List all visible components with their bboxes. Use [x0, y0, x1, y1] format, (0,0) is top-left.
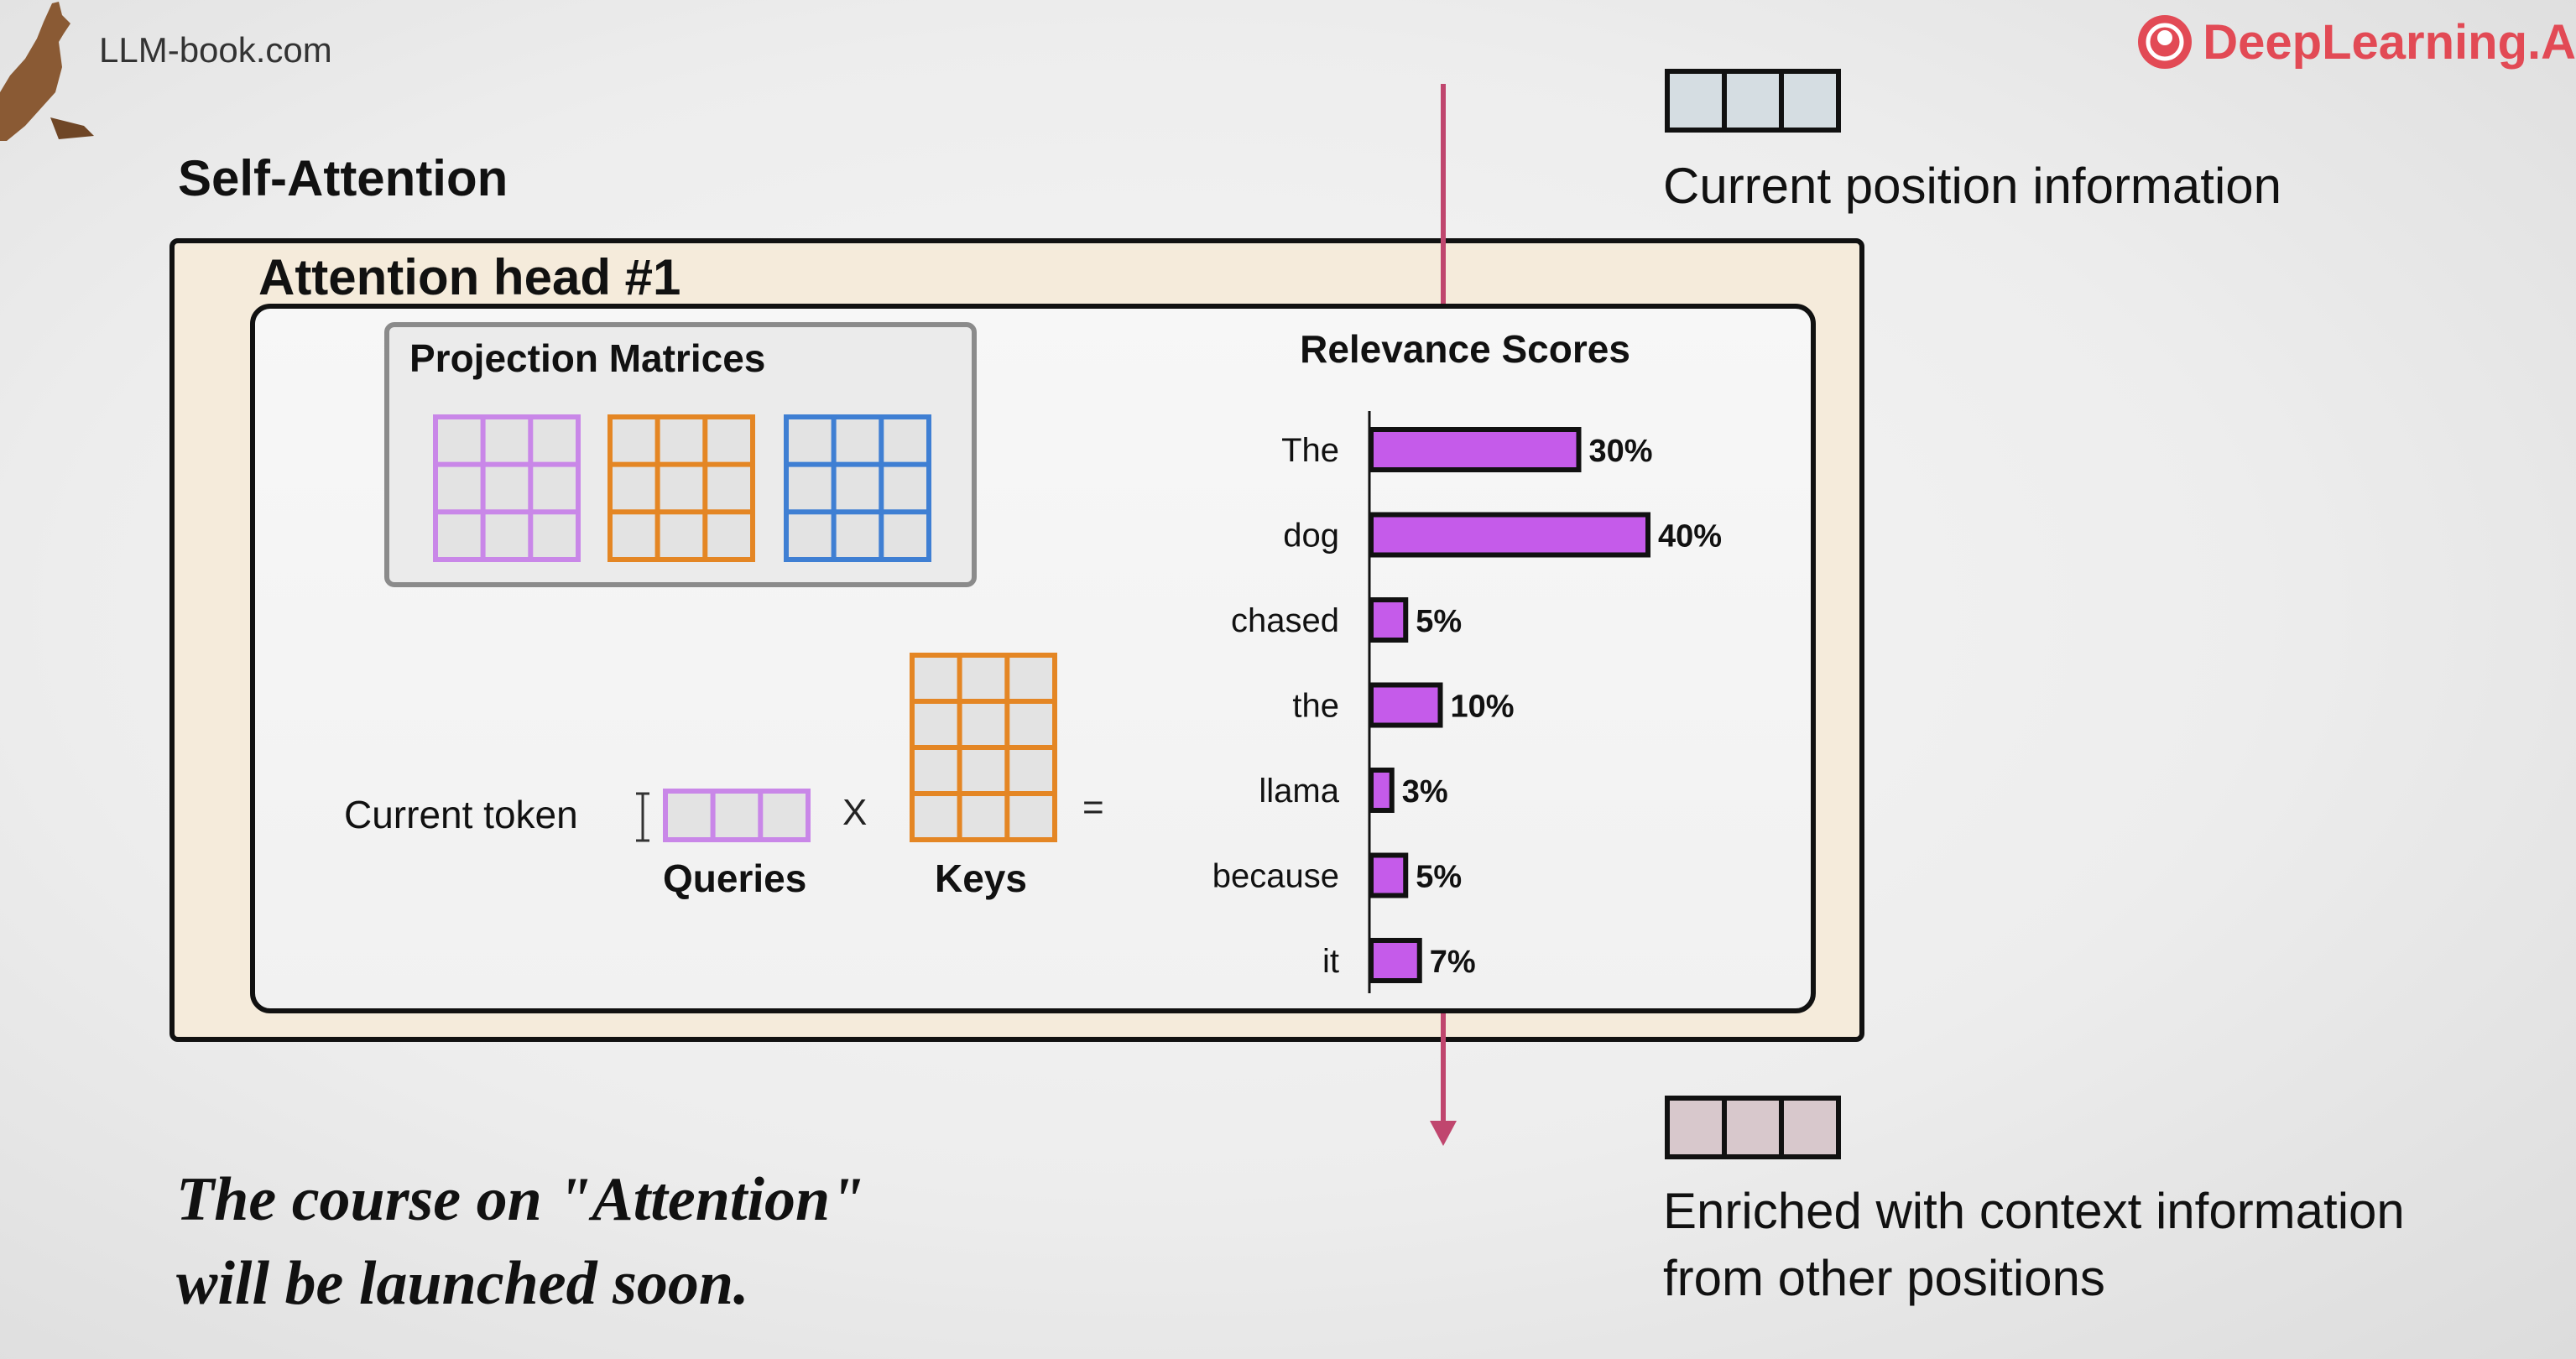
chart-value-label: 5% [1416, 860, 1462, 895]
projection-matrix-query [433, 414, 581, 562]
course-announcement-line1: The course on "Attention" [176, 1165, 865, 1234]
relevance-scores-chart: Relevance Scores The 30% dog 40% chased 5% the… [1158, 319, 1796, 1007]
current-token-label: Current token [344, 793, 578, 836]
keys-label: Keys [935, 857, 1027, 900]
deeplearning-logo: DeepLearning.A [2135, 8, 2576, 76]
enriched-label-line1: Enriched with context information [1663, 1183, 2405, 1239]
multiply-sign: X [842, 792, 868, 833]
slide-title: Self-Attention [178, 150, 508, 206]
text-cursor-icon [634, 790, 651, 844]
chart-value-label: 7% [1430, 945, 1476, 980]
chart-category-label: llama [1259, 773, 1339, 810]
deeplearning-text: DeepLearning.A [2203, 14, 2576, 70]
chart-bar [1369, 852, 1409, 898]
enriched-vector [1665, 1096, 1841, 1159]
chart-bar [1369, 597, 1409, 643]
projection-matrix-value [784, 414, 931, 562]
deeplearning-icon [2138, 15, 2193, 69]
enriched-label: Enriched with context information from o… [1663, 1178, 2405, 1312]
chart-category-label: it [1322, 943, 1339, 980]
chart-bar [1369, 938, 1422, 983]
course-announcement-line2: will be launched soon. [176, 1249, 749, 1318]
equals-sign: = [1082, 787, 1104, 828]
chart-category-label: the [1292, 688, 1339, 725]
enriched-label-line2: from other positions [1663, 1250, 2105, 1306]
chart-bar [1369, 427, 1582, 472]
projection-matrices-title: Projection Matrices [409, 336, 766, 380]
chart-bar [1369, 682, 1443, 728]
keys-matrix [910, 653, 1057, 842]
chart-value-label: 30% [1589, 434, 1653, 469]
site-name: LLM-book.com [99, 30, 332, 70]
current-position-vector [1665, 69, 1841, 133]
chart-bar [1369, 512, 1650, 558]
attention-head-title: Attention head #1 [258, 249, 681, 305]
kangaroo-logo [0, 0, 101, 143]
course-announcement: The course on "Attention" will be launch… [176, 1158, 864, 1325]
chart-value-label: 5% [1416, 604, 1462, 639]
chart-category-label: The [1281, 432, 1339, 469]
flow-arrow [1426, 84, 1460, 1149]
chart-bar [1369, 768, 1395, 813]
chart-value-label: 10% [1451, 690, 1515, 725]
chart-title: Relevance Scores [1300, 327, 1630, 371]
chart-value-label: 40% [1658, 519, 1722, 555]
queries-label: Queries [663, 857, 807, 900]
chart-category-label: dog [1283, 518, 1339, 555]
projection-matrix-key [607, 414, 755, 562]
chart-value-label: 3% [1402, 774, 1448, 810]
chart-category-label: because [1212, 858, 1339, 895]
chart-category-label: chased [1231, 602, 1339, 639]
query-vector [663, 789, 811, 844]
current-position-label: Current position information [1663, 158, 2282, 214]
